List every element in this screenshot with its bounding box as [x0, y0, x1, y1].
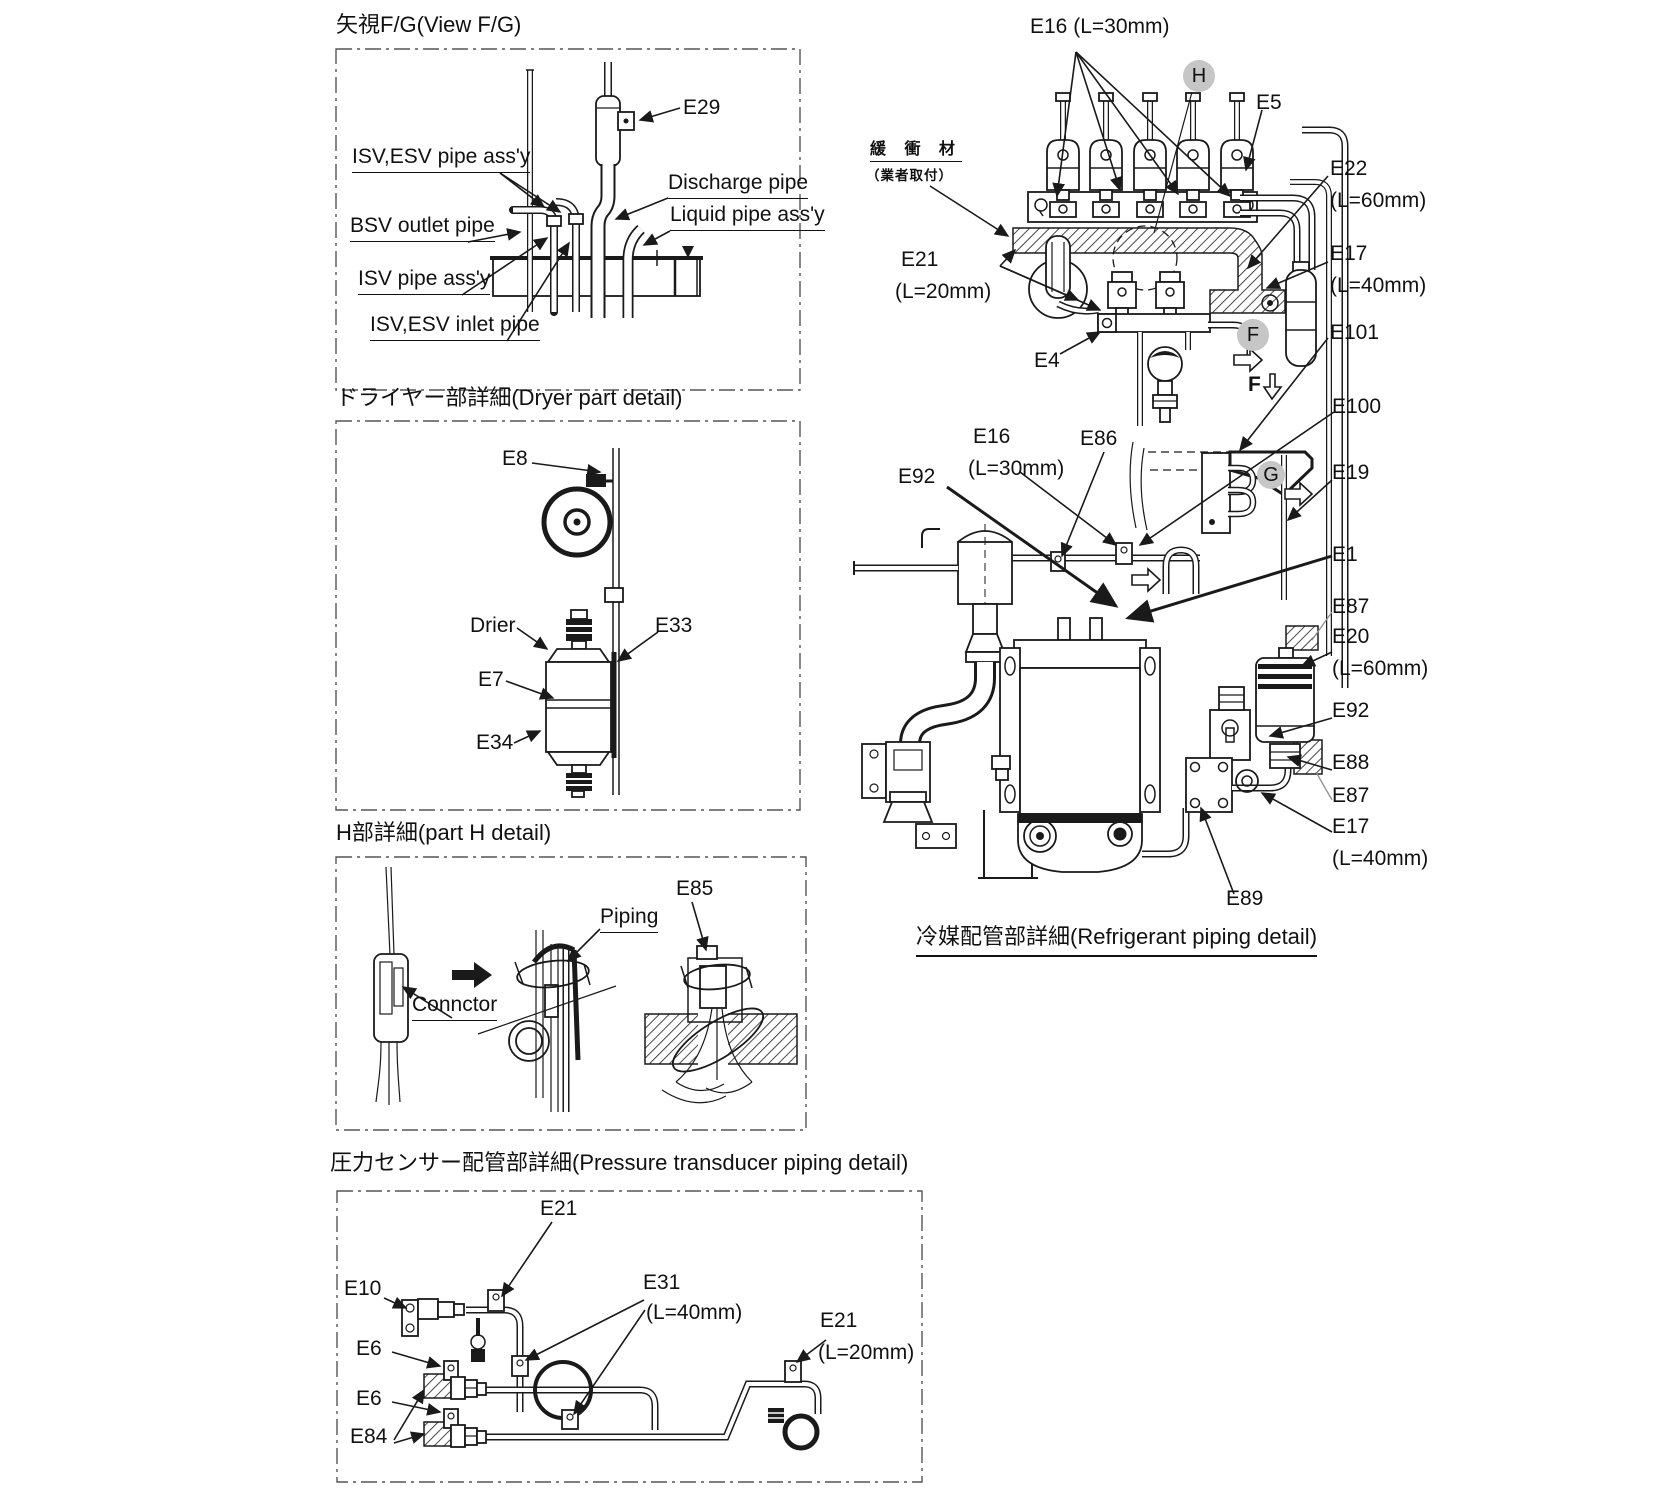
- label-cushion-material: 緩 衝 材: [870, 140, 962, 163]
- label-e31: E31: [643, 1271, 681, 1294]
- panel-borders: [335, 48, 923, 1483]
- label-drier: Drier: [470, 614, 516, 637]
- marker-f: F: [1237, 319, 1269, 351]
- label-e7: E7: [478, 668, 504, 691]
- label-e92-right: E92: [1332, 699, 1370, 722]
- title-refrigerant-piping: 冷媒配管部詳細(Refrigerant piping detail): [916, 924, 1318, 958]
- label-isv-esv-inlet-pipe: ISV,ESV inlet pipe: [370, 312, 540, 342]
- part-h-drawing: [373, 866, 798, 1112]
- refrigerant-piping-drawing: [854, 51, 1345, 895]
- label-e85: E85: [676, 877, 714, 900]
- label-e17-upper: E17: [1330, 242, 1368, 265]
- label-e88: E88: [1332, 751, 1370, 774]
- panel-title-dryer: ドライヤー部詳細(Dryer part detail): [336, 385, 683, 410]
- label-e100: E100: [1332, 395, 1382, 418]
- label-e84: E84: [350, 1425, 388, 1448]
- label-e34: E34: [476, 731, 514, 754]
- panel-title-part-h: H部詳細(part H detail): [336, 820, 552, 845]
- label-e6-b: E6: [356, 1387, 382, 1410]
- label-e31-length: (L=40mm): [646, 1301, 743, 1324]
- label-isv-esv-pipe: ISV,ESV pipe ass'y: [352, 144, 531, 174]
- marker-h: H: [1183, 60, 1215, 92]
- label-e17-lower: E17: [1332, 815, 1370, 838]
- dryer-drawing: [505, 448, 659, 798]
- label-e21-right: E21: [820, 1309, 858, 1332]
- label-e1: E1: [1332, 543, 1358, 566]
- label-e21-right-length: (L=20mm): [818, 1341, 915, 1364]
- label-cushion-installer: （業者取付）: [866, 168, 953, 183]
- label-e5: E5: [1256, 91, 1282, 114]
- label-e21-main-length: (L=20mm): [895, 280, 992, 303]
- label-e17-lower-length: (L=40mm): [1332, 847, 1429, 870]
- label-bsv-outlet-pipe: BSV outlet pipe: [350, 213, 495, 243]
- label-e22-length: (L=60mm): [1330, 189, 1427, 212]
- marker-f-view: F: [1248, 373, 1261, 396]
- pressure-piping-drawing: [383, 1221, 827, 1451]
- marker-g: G: [1257, 461, 1285, 489]
- label-e4: E4: [1034, 349, 1060, 372]
- label-e16-top: E16 (L=30mm): [1030, 15, 1170, 38]
- panel-title-view-fg: 矢視F/G(View F/G): [336, 12, 522, 37]
- label-e16-mid-length: (L=30mm): [968, 457, 1065, 480]
- label-e92-left: E92: [898, 465, 936, 488]
- label-e6-a: E6: [356, 1337, 382, 1360]
- label-discharge-pipe: Discharge pipe: [668, 170, 809, 200]
- panel-title-pressure: 圧力センサー配管部詳細(Pressure transducer piping d…: [330, 1150, 909, 1175]
- label-e19: E19: [1332, 461, 1370, 484]
- label-e21-main: E21: [901, 248, 939, 271]
- view-fg-drawing: [461, 62, 703, 342]
- label-e20-length: (L=60mm): [1332, 657, 1429, 680]
- label-e8: E8: [502, 447, 528, 470]
- label-e29: E29: [683, 96, 721, 119]
- label-e87-lower: E87: [1332, 784, 1370, 807]
- label-e17-upper-length: (L=40mm): [1330, 274, 1427, 297]
- label-liquid-pipe: Liquid pipe ass'y: [670, 202, 825, 232]
- label-e89: E89: [1226, 887, 1264, 910]
- label-e21-top: E21: [540, 1197, 578, 1220]
- label-e33: E33: [655, 614, 693, 637]
- label-e87-upper: E87: [1332, 595, 1370, 618]
- label-e22: E22: [1330, 157, 1368, 180]
- label-isv-pipe: ISV pipe ass'y: [358, 266, 491, 296]
- label-e16-mid: E16: [973, 425, 1011, 448]
- label-e10: E10: [344, 1277, 382, 1300]
- label-e20: E20: [1332, 625, 1370, 648]
- label-connector: Connctor: [412, 992, 498, 1022]
- label-e101: E101: [1330, 321, 1380, 344]
- label-piping: Piping: [600, 904, 659, 934]
- label-e86: E86: [1080, 427, 1118, 450]
